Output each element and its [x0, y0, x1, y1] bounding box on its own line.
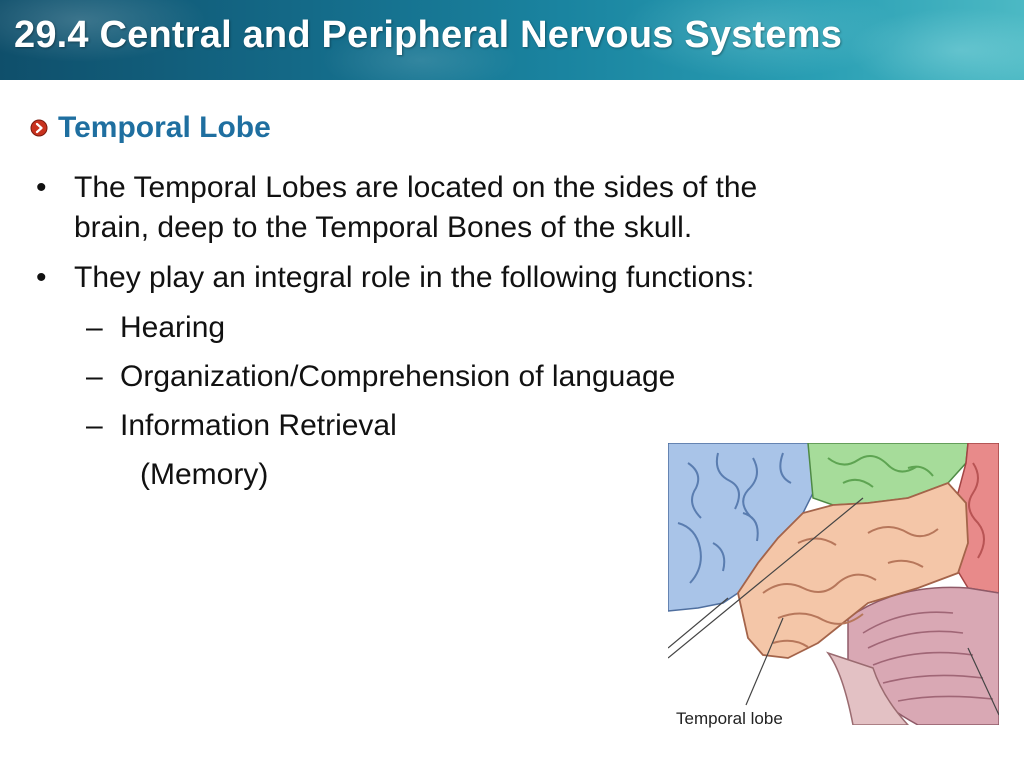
sub-bullet-item: – Information Retrieval [30, 406, 870, 446]
sub-bullet-text: Information Retrieval [120, 409, 397, 442]
sub-bullet-marker: – [86, 360, 103, 393]
slide-title: 29.4 Central and Peripheral Nervous Syst… [14, 14, 843, 56]
brain-lobes-illustration-icon [668, 443, 999, 725]
sub-bullet-item: – Organization/Comprehension of language [30, 357, 870, 397]
header-bar: 29.4 Central and Peripheral Nervous Syst… [0, 0, 1024, 80]
bullet-marker: • [36, 261, 47, 294]
bullet-list: • The Temporal Lobes are located on the … [30, 168, 870, 495]
bullet-line: The Temporal Lobes are located on the si… [74, 171, 758, 204]
bullet-line: brain, deep to the Temporal Bones of the… [74, 211, 693, 244]
sub-bullet-text: Hearing [120, 311, 226, 344]
sub-bullet-continuation: (Memory) [140, 458, 269, 491]
bullet-item: • They play an integral role in the foll… [30, 258, 870, 298]
brain-stem-region [825, 651, 910, 725]
sub-bullet-text: Organization/Comprehension of language [120, 360, 676, 393]
bullet-arrow-icon [30, 119, 48, 137]
sub-bullet-marker: – [86, 311, 103, 344]
figure-label-temporal-lobe: Temporal lobe [676, 709, 783, 728]
section-heading-text: Temporal Lobe [58, 111, 271, 144]
sub-bullet-marker: – [86, 409, 103, 442]
bullet-marker: • [36, 171, 47, 204]
sub-bullet-item: – Hearing [30, 308, 870, 348]
bullet-item: • The Temporal Lobes are located on the … [30, 168, 870, 248]
section-heading: Temporal Lobe [30, 111, 271, 145]
bullet-line: They play an integral role in the follow… [74, 261, 755, 294]
